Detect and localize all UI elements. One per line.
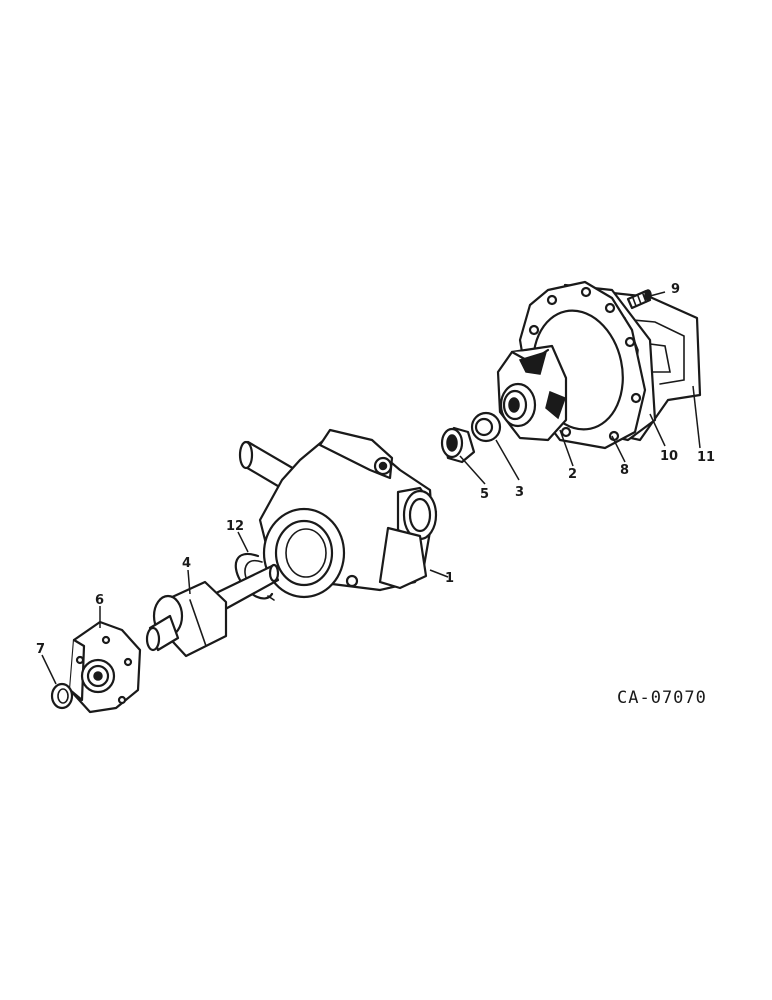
callout-3: 3 [515, 485, 524, 500]
seal [440, 426, 476, 464]
figure-reference: CA-07070 [617, 688, 707, 708]
callout-11: 11 [697, 450, 715, 465]
callout-8: 8 [620, 463, 629, 478]
pump-housing [238, 428, 438, 599]
leader-lines [41, 291, 701, 685]
callout-2: 2 [568, 467, 577, 482]
pulley-hub [68, 620, 142, 714]
bearing-shaft [145, 563, 280, 658]
impeller [496, 344, 568, 442]
callout-10: 10 [660, 449, 678, 464]
callout-5: 5 [480, 487, 489, 502]
callout-6: 6 [95, 593, 104, 608]
callout-7: 7 [36, 642, 45, 657]
bolt [626, 289, 652, 310]
callout-12: 12 [226, 519, 244, 534]
callout-1: 1 [445, 571, 454, 586]
callout-4: 4 [182, 556, 191, 571]
callout-9: 9 [671, 282, 680, 297]
seal-ring [470, 411, 502, 443]
snap-ring [50, 682, 74, 710]
